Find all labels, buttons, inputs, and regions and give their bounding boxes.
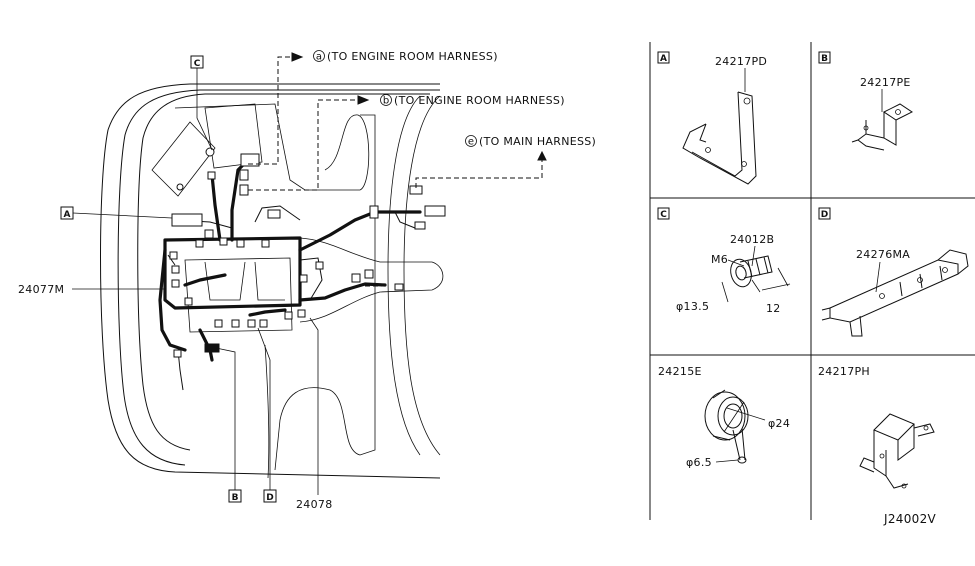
grommet-24215e-drawing: [704, 389, 766, 464]
panel-c-head-diameter: φ13.5: [676, 300, 709, 313]
ref-box-c-letter: C: [194, 59, 201, 69]
panel-e-inner-diameter: φ6.5: [686, 456, 712, 469]
detail-panel-e: 24215E φ24 φ6.5: [658, 365, 790, 469]
bracket-24217pd-drawing: [682, 91, 757, 185]
ref-box-b: B: [215, 347, 242, 503]
callout-a-marker-letter: a: [316, 52, 322, 63]
callout-b-marker-letter: b: [383, 96, 389, 107]
bracket-24217pe-drawing: [851, 103, 913, 151]
vehicle-body-outline: [100, 83, 444, 479]
bracket-24217ph-drawing: [859, 413, 935, 489]
detail-panel-f: 24217PH: [818, 365, 935, 489]
panel-e-outer-diameter: φ24: [768, 417, 790, 430]
callout-e-marker: [465, 135, 477, 147]
panel-c-box-letter: C: [660, 210, 667, 220]
ref-box-d: D: [257, 327, 277, 503]
panel-f-part-number: 24217PH: [818, 365, 870, 378]
harness-bundle: [158, 158, 422, 391]
panel-d-part-number: 24276MA: [856, 248, 910, 261]
harness-connectors: [169, 147, 446, 358]
callout-a-marker: [313, 50, 325, 62]
panel-b-box-letter: B: [821, 54, 828, 64]
detail-grid: [649, 42, 975, 520]
panel-c-length: 12: [766, 302, 781, 315]
part-number-24078: 24078: [296, 498, 333, 511]
ref-box-c: C: [190, 55, 213, 151]
leader-24078: [309, 317, 319, 495]
callout-b: b (TO ENGINE ROOM HARNESS): [380, 94, 565, 107]
callout-e-marker-letter: e: [468, 137, 474, 148]
panel-c-part-number: 24012B: [730, 233, 774, 246]
detail-panel-b: B 24217PE: [818, 51, 913, 151]
panel-a-part-number: 24217PD: [715, 55, 767, 68]
panel-a-box-letter: A: [660, 54, 667, 64]
callout-e-label: (TO MAIN HARNESS): [479, 135, 596, 148]
main-view: a (TO ENGINE ROOM HARNESS) b (TO ENGINE …: [18, 50, 596, 511]
callout-a: a (TO ENGINE ROOM HARNESS): [313, 50, 498, 63]
callout-b-label: (TO ENGINE ROOM HARNESS): [394, 94, 565, 107]
bolt-24012b-drawing: [721, 255, 791, 303]
ref-box-a: A: [60, 206, 173, 220]
ref-box-d-letter: D: [266, 493, 273, 503]
bracket-24276ma-drawing: [821, 249, 969, 337]
callout-routing: [248, 52, 547, 191]
detail-panel-a: A 24217PD: [657, 51, 767, 185]
callout-b-marker: [380, 94, 392, 106]
panel-e-part-number: 24215E: [658, 365, 702, 378]
panel-b-part-number: 24217PE: [860, 76, 911, 89]
callout-e: e (TO MAIN HARNESS): [465, 135, 596, 148]
ref-box-b-letter: B: [232, 493, 239, 503]
panel-c-thread-size: M6: [711, 253, 728, 266]
detail-panel-c: C 24012B M6 φ13.5 12: [657, 207, 791, 315]
panel-d-box-letter: D: [821, 210, 828, 220]
part-number-24077m: 24077M: [18, 283, 64, 296]
detail-panel-d: D 24276MA: [818, 207, 969, 337]
diagram-code: J24002V: [883, 512, 937, 526]
ref-box-a-letter: A: [64, 210, 71, 220]
callout-a-label: (TO ENGINE ROOM HARNESS): [327, 50, 498, 63]
